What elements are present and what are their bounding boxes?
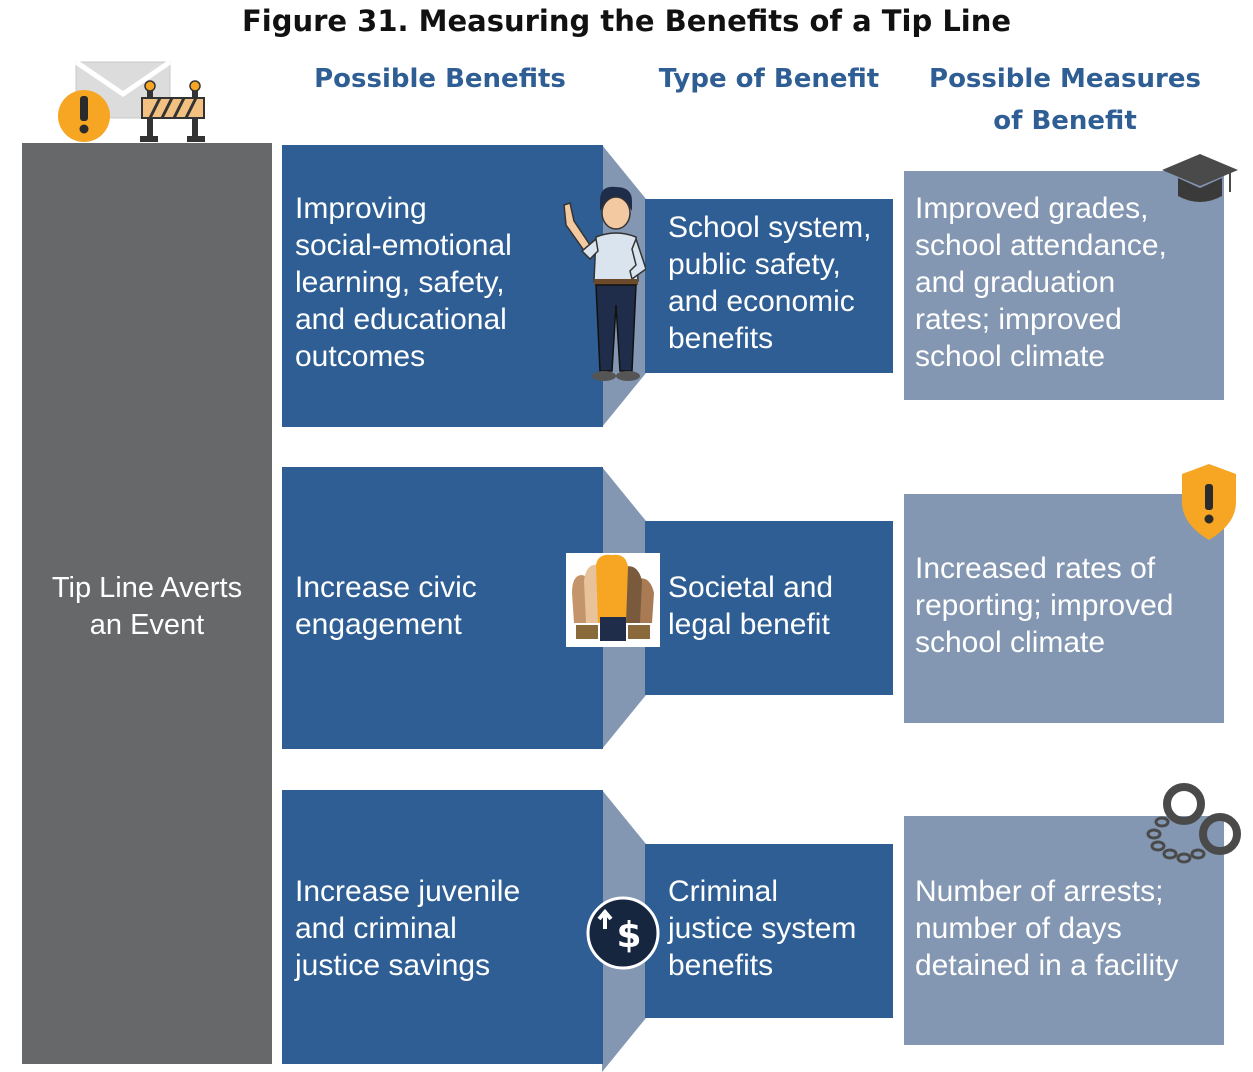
tip-line-label-line2: an Event — [89, 609, 205, 641]
measure-2-line: Increased rates of — [915, 552, 1156, 585]
handcuffs-icon — [1146, 783, 1241, 864]
type-1-line: and economic — [668, 285, 855, 318]
header-possible-measures: Possible Measures of Benefit — [905, 58, 1225, 142]
tip-line-bar — [22, 143, 272, 1064]
type-text-2: Societal and legal benefit — [668, 569, 833, 643]
measure-text-3: Number of arrests; number of days detain… — [915, 873, 1179, 984]
measure-3-line: Number of arrests; — [915, 875, 1164, 908]
exclamation-icon — [58, 90, 110, 142]
type-3-line: Criminal — [668, 875, 779, 908]
benefit-1-line: outcomes — [295, 340, 426, 373]
type-text-3: Criminal justice system benefits — [668, 873, 856, 984]
type-box-1 — [645, 199, 893, 373]
measure-text-1: Improved grades, school attendance, and … — [915, 190, 1167, 375]
header-possible-benefits: Possible Benefits — [314, 64, 566, 94]
header-possible-measures-line1: Possible Measures — [929, 64, 1201, 94]
benefit-2-line: engagement — [295, 608, 462, 641]
header-type-of-benefit: Type of Benefit — [658, 64, 880, 94]
benefit-1-line: learning, safety, — [295, 266, 505, 299]
benefit-2-line: Increase civic — [295, 571, 477, 604]
tip-line-label: Tip Line Averts an Event — [22, 570, 272, 644]
benefit-text-1: Improving social-emotional learning, saf… — [295, 190, 512, 375]
measure-2-line: school climate — [915, 626, 1106, 659]
type-text-1: School system, public safety, and econom… — [668, 209, 871, 357]
measure-1-line: Improved grades, — [915, 192, 1149, 225]
measure-1-line: and graduation — [915, 266, 1116, 299]
benefit-box-3 — [282, 790, 603, 1064]
type-1-line: benefits — [668, 322, 774, 355]
person-waving-icon — [563, 186, 646, 381]
type-2-line: legal benefit — [668, 608, 830, 641]
benefit-3-line: and criminal — [295, 912, 457, 945]
measure-box-1 — [904, 171, 1224, 400]
measure-box-3 — [904, 816, 1224, 1045]
type-1-line: public safety, — [668, 248, 841, 281]
type-3-line: benefits — [668, 949, 774, 982]
measure-3-line: number of days — [915, 912, 1122, 945]
type-box-3 — [645, 844, 893, 1018]
measure-3-line: detained in a facility — [915, 949, 1179, 982]
type-2-line: Societal and — [668, 571, 834, 604]
alert-envelope-icon-group — [58, 59, 205, 142]
measure-1-line: school attendance, — [915, 229, 1167, 262]
figure-title: Figure 31. Measuring the Benefits of a T… — [241, 4, 1012, 38]
barricade-icon — [140, 80, 205, 142]
benefit-box-2 — [282, 467, 603, 749]
measure-1-line: school climate — [915, 340, 1106, 373]
type-1-line: School system, — [668, 211, 872, 244]
benefit-text-3: Increase juvenile and criminal justice s… — [295, 873, 520, 984]
warning-shield-icon — [1182, 464, 1236, 540]
dollar-savings-icon: $ — [586, 896, 660, 970]
measure-box-2 — [904, 494, 1224, 723]
benefit-1-line: social-emotional — [295, 229, 512, 262]
header-possible-measures-line2: of Benefit — [993, 106, 1137, 136]
benefit-1-line: Improving — [295, 192, 427, 225]
measure-text-2: Increased rates of reporting; improved s… — [915, 550, 1173, 661]
tip-line-label-line1: Tip Line Averts — [51, 572, 243, 604]
type-3-line: justice system — [668, 912, 857, 945]
svg-text:$: $ — [616, 915, 641, 956]
benefit-1-line: and educational — [295, 303, 507, 336]
benefit-3-line: Increase juvenile — [295, 875, 521, 908]
benefit-text-2: Increase civic engagement — [295, 569, 477, 643]
measure-2-line: reporting; improved — [915, 589, 1174, 622]
type-box-2 — [645, 521, 893, 695]
benefit-box-1 — [282, 145, 603, 427]
measure-1-line: rates; improved — [915, 303, 1122, 336]
benefit-3-line: justice savings — [295, 949, 491, 982]
raised-hands-icon — [566, 553, 660, 647]
graduation-cap-icon — [1162, 154, 1238, 202]
